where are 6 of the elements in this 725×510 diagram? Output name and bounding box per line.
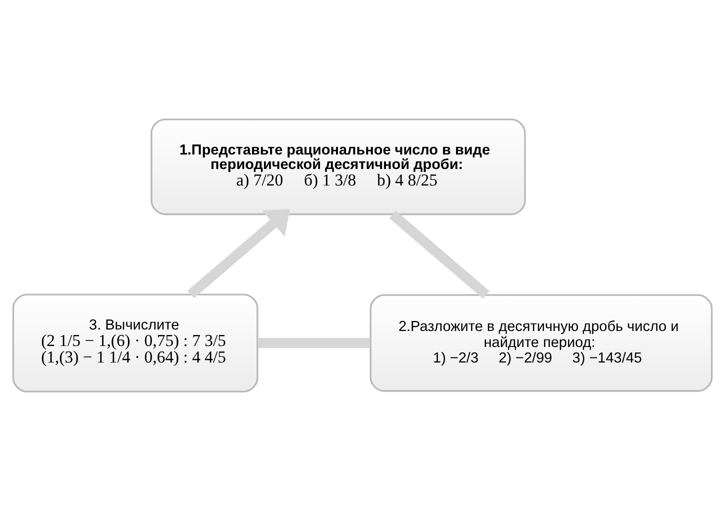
connector bbox=[389, 210, 490, 298]
node-box: 3. Вычислите (2 1/5 − 1,(6) · 0,75) : 7 3/5 (1,(3) − 1 1/4 · 0,64) : 4 4/5 bbox=[12, 293, 258, 392]
arrow bbox=[187, 208, 290, 298]
node-box: 1.Представьте рациональное число в виде периодической десятичной дроби: a) 7/20 б) 1 3/8 b) 4 8/25 bbox=[150, 118, 526, 215]
node-box: 2.Разложите в десятичную дробь число и найдите период: 1) −2/3 2) −2/99 3) −143/45 bbox=[370, 294, 713, 392]
connector bbox=[258, 338, 370, 348]
